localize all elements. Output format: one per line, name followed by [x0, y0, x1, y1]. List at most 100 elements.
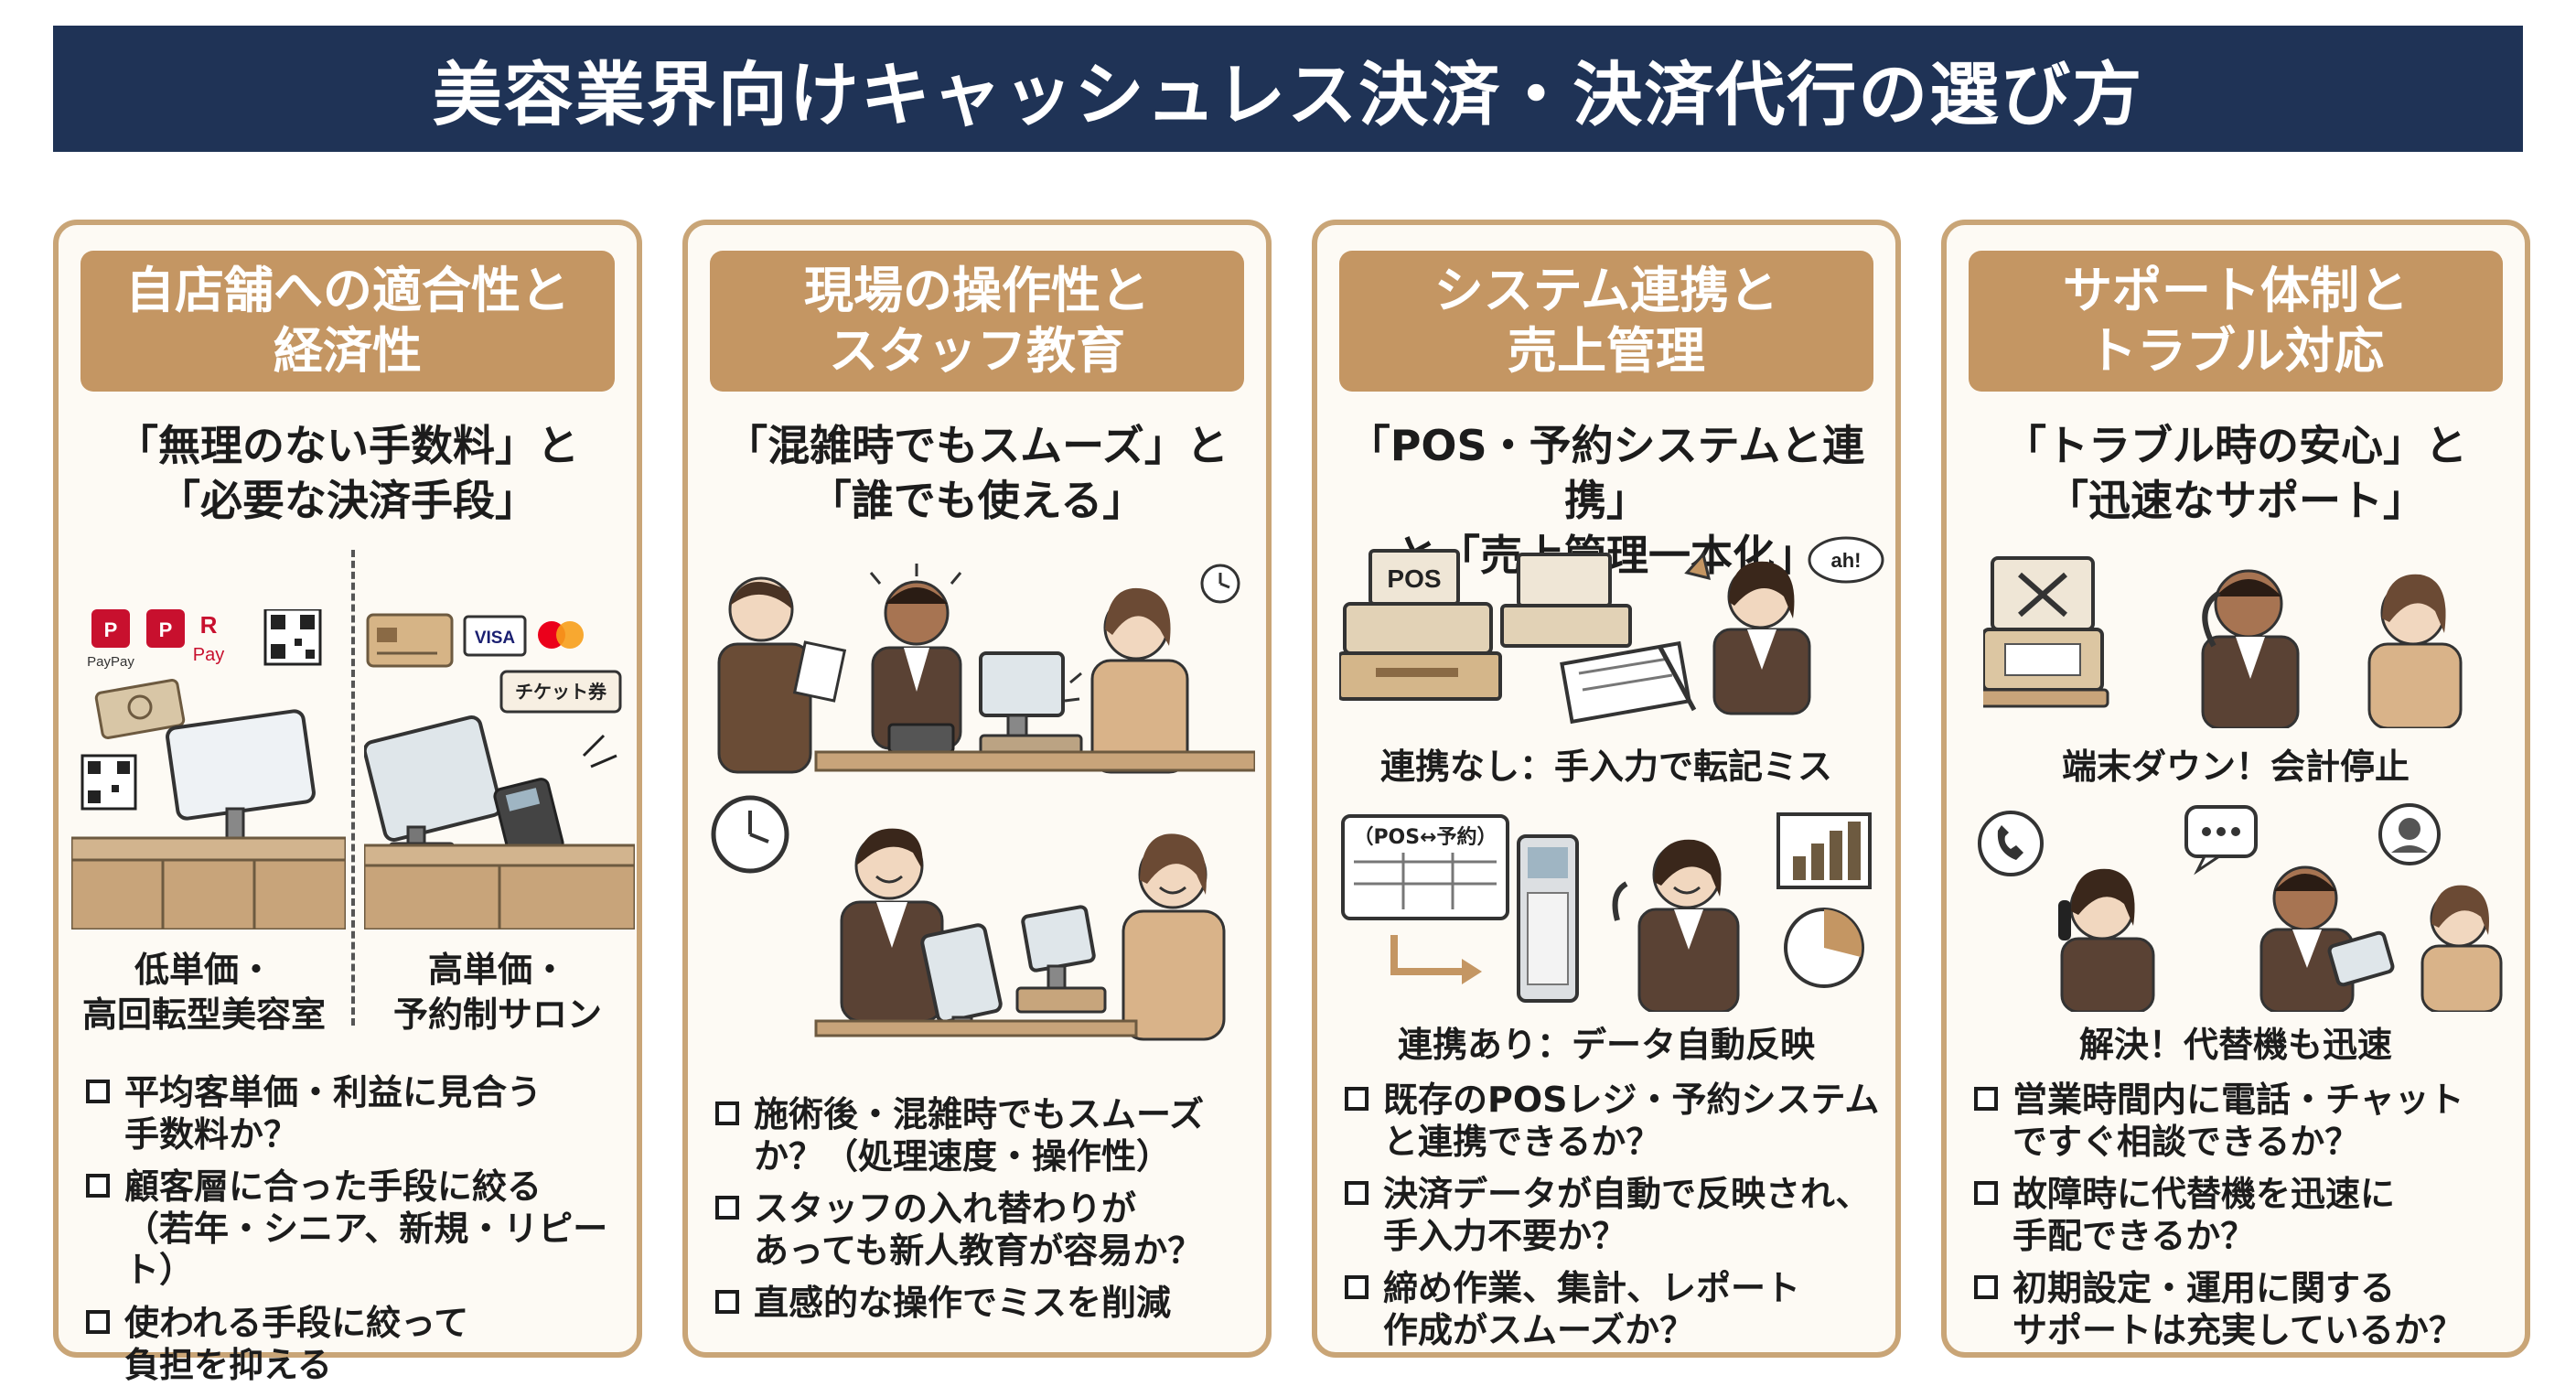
- pie-chart-icon: [1784, 908, 1864, 988]
- checkbox-icon: [1345, 1087, 1368, 1111]
- flustered-staff-icon: [869, 564, 962, 750]
- card-subtitle-line: 「POS・予約システムと連携」: [1347, 421, 1865, 525]
- manual-entry-illustration: POS ah!: [1339, 536, 1884, 725]
- integration-caption: 連携あり：データ自動反映: [1397, 1025, 1815, 1065]
- card-heading-line: 売上管理: [1508, 322, 1705, 380]
- card-heading-line: 経済性: [274, 322, 422, 380]
- svg-text:VISA: VISA: [475, 629, 516, 648]
- terminal-down-illustration: [1983, 556, 2463, 728]
- svg-text:（POS↔予約）: （POS↔予約）: [1353, 825, 1497, 849]
- checkbox-icon: [1345, 1181, 1368, 1206]
- pos-register-icon: POS: [1339, 549, 1502, 701]
- caption-line: 高回転型美容室: [81, 994, 326, 1036]
- bar-chart-icon: [1776, 812, 1872, 889]
- rakuten-pay-icon: R Pay: [193, 611, 224, 665]
- helpful-staff-icon: [2259, 865, 2395, 1012]
- svg-text:PayPay: PayPay: [87, 654, 134, 670]
- checklist-item: 直感的な操作でミスを削減: [715, 1283, 1264, 1325]
- arrow-right-icon: [1390, 935, 1482, 984]
- counter-icon: [814, 1019, 1138, 1037]
- phone-icon: [1978, 811, 2044, 876]
- checklist-item: 決済データが自動で反映され、手入力不要か？: [1345, 1174, 1894, 1257]
- checkbox-icon: [86, 1174, 110, 1198]
- caption-line: 高単価・: [427, 950, 567, 990]
- happy-customer-icon: [1122, 833, 1226, 1041]
- card-subtitle-line: 「迅速なサポート」: [2046, 475, 2425, 525]
- checkbox-icon: [86, 1080, 110, 1103]
- chat-bubble-icon: [2184, 805, 2258, 876]
- stressed-staff-icon: [2201, 569, 2300, 728]
- card-heading-line: 現場の操作性と: [804, 262, 1150, 320]
- checklist: 既存のPOSレジ・予約システムと連携できるか？ 決済データが自動で反映され、手入…: [1345, 1080, 1894, 1363]
- card-system-integration: システム連携と 売上管理 「POS・予約システムと連携」 と「売上管理一本化」 …: [1312, 220, 1901, 1358]
- pos-screen-icon: （POS↔予約）: [1341, 814, 1509, 920]
- support-resolution-illustration: [1978, 803, 2503, 1012]
- qr-code-icon: [80, 754, 137, 811]
- checklist-item: 顧客層に合った手段に絞る（若年・シニア、新規・リピート）: [86, 1166, 635, 1292]
- checklist-item: スタッフの入れ替わりがあっても新人教育が容易か？: [715, 1188, 1264, 1272]
- card-heading-line: スタッフ教育: [829, 322, 1125, 380]
- relieved-customer-icon: [2420, 885, 2503, 1012]
- smiling-staff-icon: [840, 828, 944, 1023]
- pos-terminal-icon: [979, 651, 1083, 756]
- cash-bills-icon: [94, 679, 186, 739]
- svg-text:Pay: Pay: [193, 645, 224, 665]
- counter-icon: [364, 844, 635, 930]
- card-terminal-icon: [493, 734, 617, 862]
- card-heading-line: システム連携と: [1433, 262, 1779, 320]
- smooth-checkout-illustration: [711, 795, 1226, 1041]
- qr-code-icon: [263, 609, 322, 666]
- resolution-caption: 解決！代替機も迅速: [2078, 1025, 2392, 1065]
- auto-sync-illustration: （POS↔予約）: [1341, 812, 1872, 1012]
- checkbox-icon: [1974, 1275, 1998, 1300]
- card-heading: サポート体制と トラブル対応: [1969, 251, 2503, 392]
- tablet-register-icon: [364, 715, 503, 854]
- card-subtitle: 「トラブル時の安心」と 「迅速なサポート」: [1956, 419, 2516, 529]
- card-subtitle-line: 「トラブル時の安心」と: [2004, 421, 2467, 470]
- checklist-item: 締め作業、集計、レポート作成がスムーズか？: [1345, 1268, 1894, 1351]
- svg-text:POS: POS: [1387, 564, 1441, 593]
- checkbox-icon: [1974, 1181, 1998, 1206]
- card-support-and-trouble: サポート体制と トラブル対応 「トラブル時の安心」と 「迅速なサポート」 端: [1941, 220, 2530, 1358]
- checklist-item: 初期設定・運用に関するサポートは充実しているか？: [1974, 1268, 2523, 1351]
- support-agent-icon: [2378, 803, 2441, 865]
- card-terminal-icon: [1517, 834, 1579, 1003]
- card-usability-and-training: 現場の操作性と スタッフ教育 「混雑時でもスムーズ」と 「誰でも使える」: [682, 220, 1272, 1358]
- card-subtitle: 「混雑時でもスムーズ」と 「誰でも使える」: [697, 419, 1257, 529]
- no-integration-caption: 連携なし：手入力で転記ミス: [1379, 747, 1832, 787]
- caption-line: 予約制サロン: [392, 994, 602, 1036]
- svg-text:P: P: [159, 618, 173, 641]
- svg-text:ah!: ah!: [1831, 549, 1862, 572]
- counter-icon: [814, 750, 1255, 772]
- card-subtitle-line: 「無理のない手数料」と: [116, 421, 579, 470]
- visa-icon: VISA: [463, 615, 527, 657]
- ah-speech-bubble-icon: ah!: [1808, 536, 1884, 584]
- checkbox-icon: [86, 1309, 110, 1334]
- qr-payment-counter-illustration: P PayPay P R Pay: [71, 609, 346, 930]
- operator-staff-icon: [2058, 868, 2155, 1012]
- card-subtitle: 「無理のない手数料」と 「必要な決済手段」: [68, 419, 628, 529]
- checklist: 営業時間内に電話・チャットですぐ相談できるか？ 故障時に代替機を迅速に手配できる…: [1974, 1080, 2523, 1363]
- terminal-down-caption: 端末ダウン！会計停止: [2061, 747, 2410, 787]
- waiting-customer-icon: [717, 576, 847, 774]
- svg-text:チケット券: チケット券: [515, 681, 607, 703]
- credit-card-icon: [366, 613, 454, 668]
- checklist: 施術後・混雑時でもスムーズか？（処理速度・操作性） スタッフの入れ替わりがあって…: [715, 1094, 1264, 1336]
- card-subtitle-line: 「必要な決済手段」: [158, 475, 537, 525]
- confident-staff-icon: [1612, 839, 1740, 1012]
- card-heading-line: 自店舗への適合性と: [125, 262, 570, 320]
- broken-terminal-icon: [1983, 556, 2109, 708]
- checklist: 平均客単価・利益に見合う手数料か？ 顧客層に合った手段に絞る（若年・シニア、新規…: [86, 1072, 635, 1397]
- tablet-register-icon: [166, 709, 316, 855]
- checkbox-icon: [715, 1196, 739, 1220]
- paypay-icon: P PayPay: [87, 609, 134, 670]
- svg-text:P: P: [104, 618, 118, 641]
- cash-register-icon: [1500, 553, 1632, 648]
- card-heading: 自店舗への適合性と 経済性: [80, 251, 615, 392]
- checklist-item: 使われる手段に絞って負担を抑える: [86, 1303, 635, 1386]
- card-subtitle-line: 「誰でも使える」: [809, 475, 1145, 525]
- busy-checkout-illustration: [717, 564, 1255, 774]
- worried-customer-icon: [2367, 574, 2463, 728]
- counter-icon: [71, 836, 346, 930]
- caption-line: 低単価・: [134, 950, 274, 990]
